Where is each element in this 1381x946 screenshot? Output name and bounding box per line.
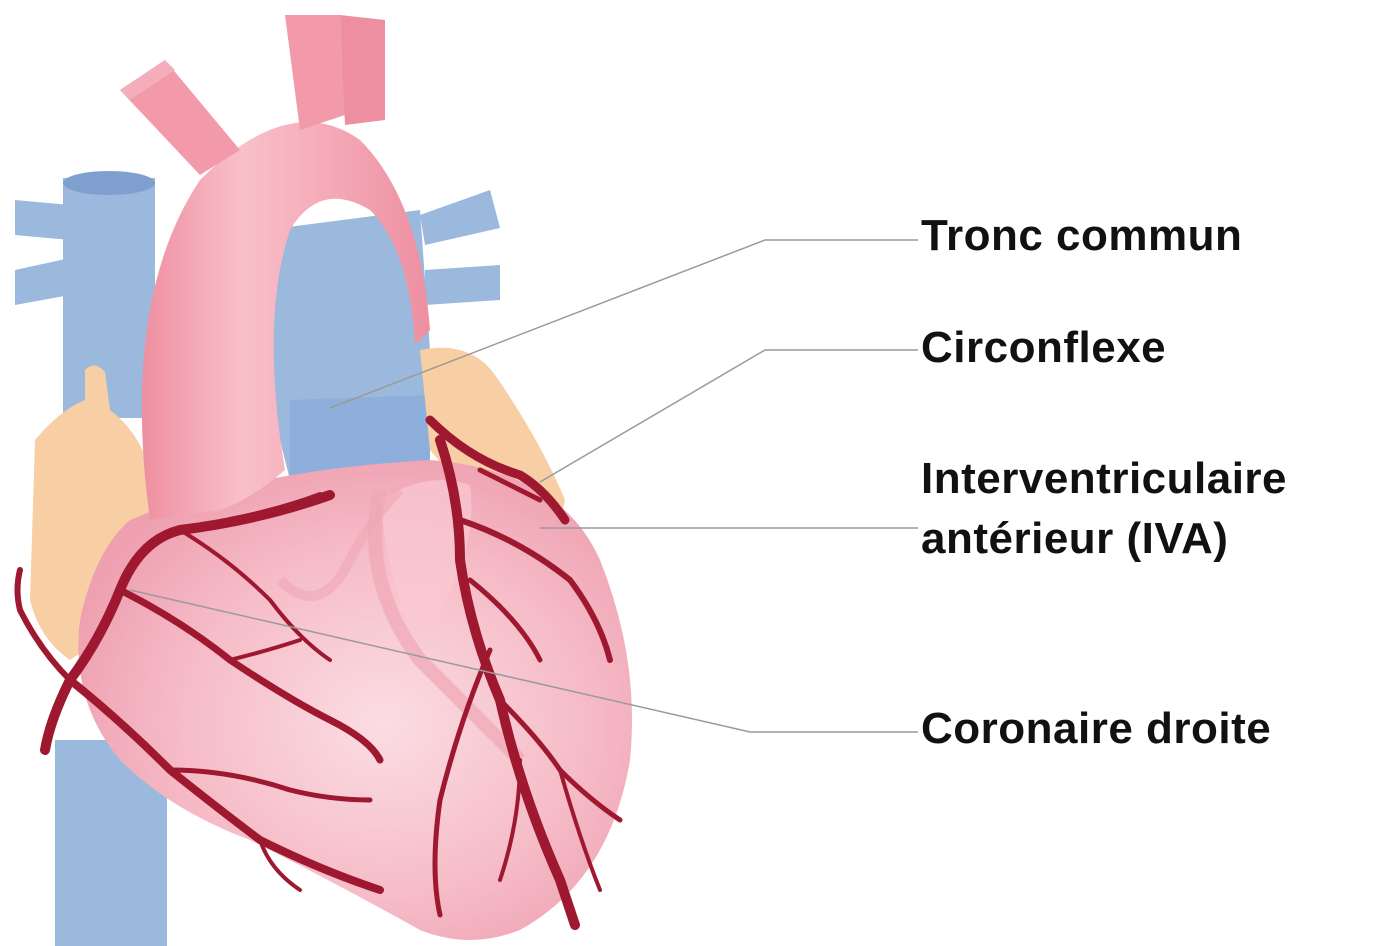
label-tronc-commun: Tronc commun (921, 211, 1242, 261)
label-iva-line2: antérieur (IVA) (921, 514, 1228, 564)
label-circonflexe: Circonflexe (921, 323, 1166, 373)
label-iva-line1: Interventriculaire (921, 454, 1287, 504)
label-coronaire-droite: Coronaire droite (921, 704, 1271, 754)
leader-line-circonflexe (540, 350, 918, 482)
